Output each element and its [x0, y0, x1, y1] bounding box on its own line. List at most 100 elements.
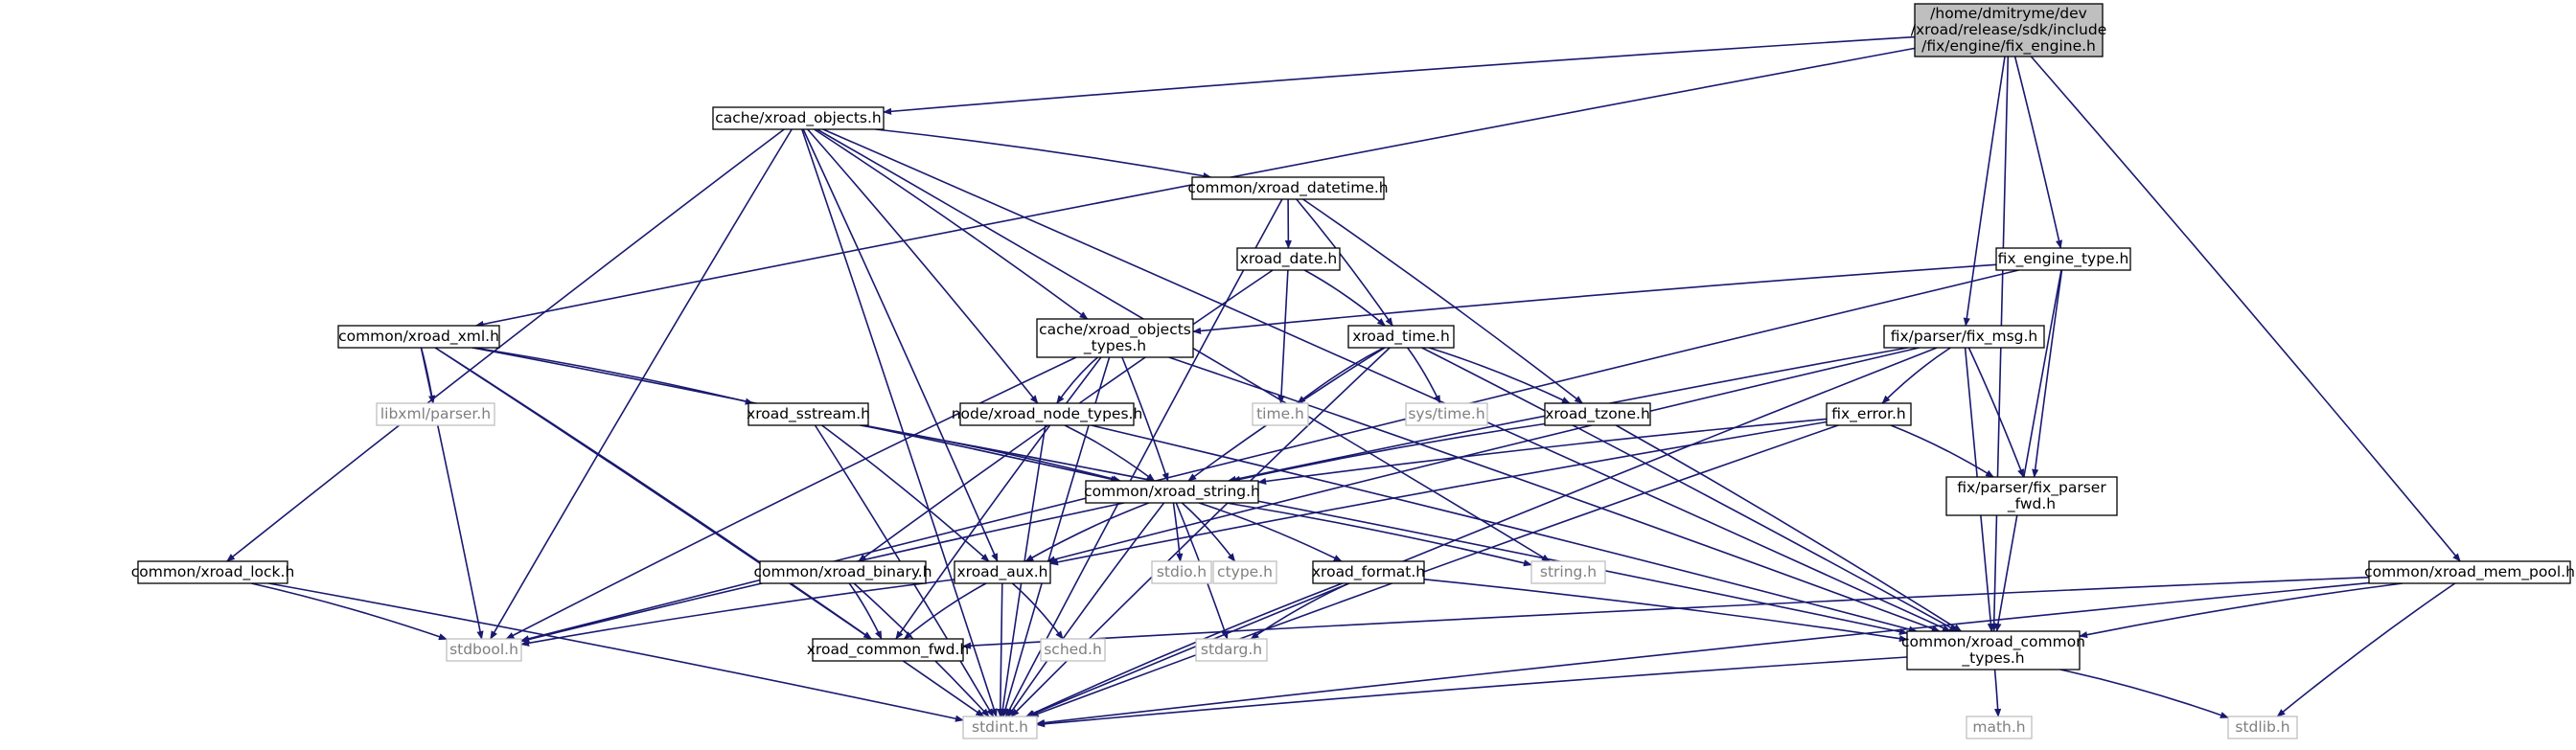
edge-xroad_objects-to-xroad_common_types	[822, 128, 1951, 632]
node-label: string.h	[1540, 563, 1597, 580]
edge-xroad_string-to-stdio_h	[1172, 502, 1184, 562]
node-label: /fix/engine/fix_engine.h	[1921, 37, 2096, 56]
edge-xroad_mem_pool-to-xroad_common_types	[2079, 582, 2404, 639]
edge-xroad_aux-to-sched_h	[1011, 582, 1064, 640]
node-box	[137, 560, 288, 584]
node-box	[1883, 325, 2045, 349]
edge-xroad_sstream-to-xroad_aux	[821, 424, 990, 562]
edge-xroad_objects-to-stdbool_h	[490, 128, 793, 640]
node-box	[1085, 480, 1259, 504]
node-label: stdio.h	[1157, 563, 1207, 580]
node-box	[748, 402, 869, 426]
node-time_h: time.h	[1252, 402, 1309, 426]
node-fix_error[interactable]: fix_error.h	[1826, 402, 1912, 426]
node-label: fix_error.h	[1831, 405, 1906, 423]
edge-xroad_mem_pool-to-stdlib_h	[2276, 582, 2456, 717]
node-box	[446, 638, 522, 662]
node-label: _types.h	[1083, 337, 1146, 355]
node-label: common/xroad_lock.h	[131, 563, 295, 581]
node-label: stdbool.h	[449, 641, 518, 658]
node-box	[1195, 638, 1268, 662]
edge-xroad_format-to-stdarg_h	[1250, 582, 1350, 640]
node-xroad_sstream[interactable]: xroad_sstream.h	[747, 402, 870, 426]
node-xroad_binary[interactable]: common/xroad_binary.h	[753, 560, 932, 584]
edge-fix_msg-to-fix_error	[1881, 347, 1951, 404]
edge-fix_engine-to-fix_engine_type	[2013, 56, 2063, 249]
edge-xroad_format-to-xroad_common_types	[1423, 579, 1908, 643]
edge-xroad_string-to-stdint_h	[1007, 502, 1165, 717]
node-stdint_h: stdint.h	[962, 716, 1038, 739]
node-sys_time: sys/time.h	[1405, 402, 1488, 426]
node-xroad_date[interactable]: xroad_date.h	[1236, 247, 1341, 271]
edge-xroad_aux-to-stdint_h	[997, 582, 1004, 717]
dependency-edges	[226, 35, 2461, 728]
edge-xroad_mem_pool-to-xroad_common_fwd	[962, 576, 2370, 649]
edge-fix_engine_type-to-xroad_objects_types	[1192, 263, 1997, 334]
node-box	[1151, 560, 1212, 584]
node-label: _types.h	[1961, 649, 2024, 668]
node-box	[2368, 560, 2571, 584]
node-string_h: string.h	[1530, 560, 1606, 584]
edge-xroad_lock-to-stdbool_h	[251, 582, 448, 641]
edge-xroad_aux-to-xroad_common_fwd	[903, 582, 987, 640]
edge-fix_engine-to-fix_msg	[1963, 56, 2006, 327]
edge-xroad_time-to-sys_time	[1407, 347, 1441, 404]
node-xroad_objects[interactable]: cache/xroad_objects.h	[712, 106, 885, 130]
edge-xroad_time-to-time_h	[1297, 347, 1385, 404]
edge-xroad_aux-to-stdbool_h	[520, 579, 955, 647]
node-xroad_lock[interactable]: common/xroad_lock.h	[131, 560, 295, 584]
node-label: math.h	[1972, 718, 2025, 736]
node-fix_parser_fwd[interactable]: fix/parser/fix_parser_fwd.h	[1945, 476, 2118, 516]
edge-xroad_date-to-xroad_time	[1303, 269, 1386, 327]
node-stdlib_h: stdlib.h	[2227, 716, 2298, 739]
edge-xroad_common_types-to-stdlib_h	[2059, 669, 2229, 718]
node-box	[1530, 560, 1606, 584]
node-xroad_aux[interactable]: xroad_aux.h	[954, 560, 1051, 584]
node-xroad_common_types[interactable]: common/xroad_common_types.h	[1901, 630, 2085, 670]
node-xroad_time[interactable]: xroad_time.h	[1347, 325, 1455, 349]
edge-xroad_sstream-to-xroad_common_types	[863, 424, 1908, 635]
node-label: xroad_aux.h	[956, 563, 1047, 581]
node-xroad_objects_types[interactable]: cache/xroad_objects_types.h	[1036, 318, 1194, 358]
node-box	[1191, 176, 1385, 200]
node-label: fix/parser/fix_parser	[1957, 479, 2106, 497]
node-box	[1544, 402, 1651, 426]
node-box	[1236, 247, 1341, 271]
node-label: fix/parser/fix_msg.h	[1891, 328, 2038, 346]
node-xroad_node_types[interactable]: node/xroad_node_types.h	[952, 402, 1143, 426]
node-label: common/xroad_string.h	[1084, 483, 1260, 501]
node-xroad_datetime[interactable]: common/xroad_datetime.h	[1187, 176, 1389, 200]
edge-xroad_datetime-to-xroad_time	[1296, 198, 1393, 327]
edge-fix_error-to-xroad_aux	[1049, 420, 1828, 566]
node-label: common/xroad_xml.h	[338, 328, 499, 346]
edge-fix_engine-to-xroad_objects	[883, 35, 1916, 115]
node-box	[1906, 630, 2081, 670]
node-label: sys/time.h	[1408, 405, 1484, 422]
node-box	[1252, 402, 1309, 426]
node-xroad_tzone[interactable]: xroad_tzone.h	[1544, 402, 1651, 426]
node-xroad_mem_pool[interactable]: common/xroad_mem_pool.h	[2364, 560, 2575, 584]
edge-xroad_objects_types-to-stdbool_h	[505, 356, 1077, 640]
edge-xroad_string-to-string_h	[1226, 502, 1532, 567]
node-label: _fwd.h	[2007, 495, 2056, 513]
edge-fix_msg-to-xroad_aux	[1046, 347, 1920, 563]
node-stdio_h: stdio.h	[1151, 560, 1212, 584]
node-xroad_common_fwd[interactable]: xroad_common_fwd.h	[807, 638, 970, 662]
node-xroad_xml[interactable]: common/xroad_xml.h	[337, 325, 500, 349]
node-label: /home/dmitryme/dev	[1930, 5, 2087, 22]
node-box	[1914, 3, 2104, 57]
node-box	[1405, 402, 1488, 426]
node-label: xroad_date.h	[1240, 250, 1337, 268]
edge-xroad_string-to-ctype_h	[1181, 502, 1236, 562]
node-stdarg_h: stdarg.h	[1195, 638, 1268, 662]
node-box	[376, 402, 495, 426]
node-fix_engine_type[interactable]: fix_engine_type.h	[1995, 247, 2131, 271]
node-box	[1212, 560, 1277, 584]
node-box	[1826, 402, 1912, 426]
node-label: sched.h	[1044, 641, 1102, 658]
node-xroad_string[interactable]: common/xroad_string.h	[1084, 480, 1260, 504]
node-fix_engine[interactable]: /home/dmitryme/dev/xroad/release/sdk/inc…	[1911, 3, 2106, 57]
node-fix_msg[interactable]: fix/parser/fix_msg.h	[1883, 325, 2045, 349]
node-xroad_format[interactable]: xroad_format.h	[1312, 560, 1425, 584]
node-label: xroad_time.h	[1352, 328, 1450, 346]
